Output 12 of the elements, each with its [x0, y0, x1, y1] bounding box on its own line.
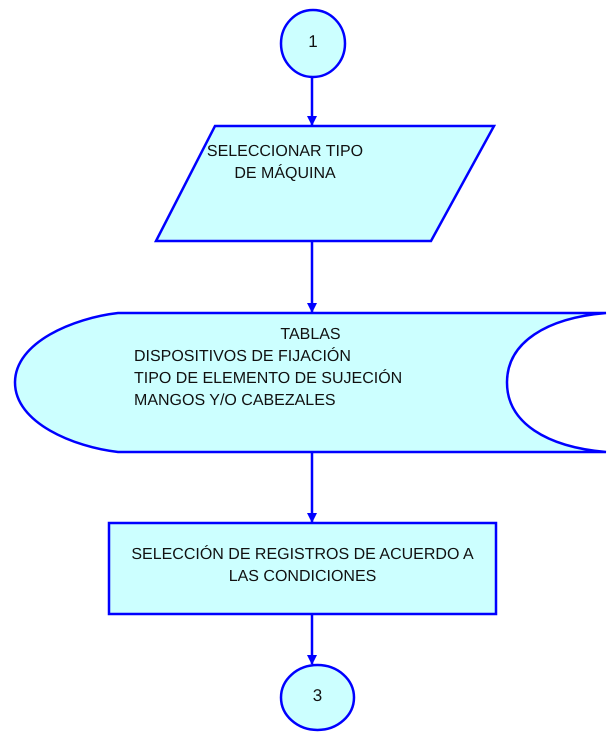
arrow	[307, 615, 317, 665]
table-heading: TABLAS	[279, 325, 342, 345]
connector-number: 3	[312, 685, 324, 707]
arrow	[307, 78, 317, 126]
arrow	[307, 242, 317, 313]
arrow	[307, 453, 317, 523]
node-label: MANGOS Y/O CABEZALES	[134, 391, 337, 411]
node-label: SELECCIÓN DE REGISTROS DE ACUERDO A LAS CONDICIONES	[130, 544, 475, 587]
node-label: DISPOSITIVOS DE FIJACIÓN	[134, 346, 352, 367]
connector-number: 1	[307, 31, 319, 53]
node-label: SELECCIONAR TIPO DE MÁQUINA	[206, 142, 364, 184]
node-label: TIPO DE ELEMENTO DE SUJECIÓN	[134, 368, 404, 389]
